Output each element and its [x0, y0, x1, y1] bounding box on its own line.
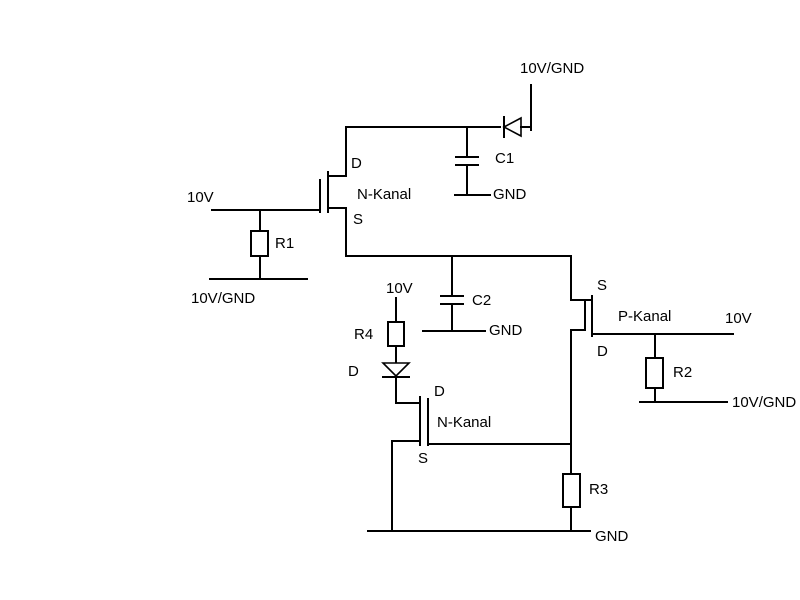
resistor-r1 [209, 230, 308, 280]
label-q2-source: S [597, 277, 607, 294]
label-q2-drain: D [597, 343, 608, 360]
label-gnd-bottom: GND [595, 528, 629, 545]
label-c1: C1 [495, 150, 514, 167]
label-q2-supply: 10V [725, 310, 752, 327]
label-gnd-c2: GND [489, 322, 523, 339]
resistor-r3 [562, 443, 581, 532]
diode-d [381, 362, 421, 404]
mosfet-q1-n-channel [319, 171, 347, 257]
resistor-r2 [639, 333, 728, 403]
label-r3: R3 [589, 481, 608, 498]
mosfet-q3-n-channel [391, 396, 572, 532]
label-r1-supply: 10V/GND [191, 290, 255, 307]
label-diode: D [348, 363, 359, 380]
label-r1: R1 [275, 235, 294, 252]
label-gnd-c1: GND [493, 186, 527, 203]
label-r4-supply: 10V [386, 280, 413, 297]
resistor-r4 [387, 297, 405, 363]
label-q3-type: N-Kanal [437, 414, 491, 431]
capacitor-c2 [422, 295, 486, 332]
label-r2-supply: 10V/GND [732, 394, 796, 411]
label-input-10v: 10V [187, 189, 214, 206]
label-r4: R4 [354, 326, 373, 343]
label-c2: C2 [472, 292, 491, 309]
label-q1-source: S [353, 211, 363, 228]
diode-top [502, 84, 532, 138]
input-gate-net [211, 209, 321, 232]
q1-source-net [345, 255, 572, 301]
label-q1-type: N-Kanal [357, 186, 411, 203]
label-q1-drain: D [351, 155, 362, 172]
label-r2: R2 [673, 364, 692, 381]
label-q3-source: S [418, 450, 428, 467]
capacitor-c1 [454, 156, 491, 196]
label-q2-type: P-Kanal [618, 308, 671, 325]
q1-drain-net [345, 126, 501, 177]
label-q3-drain: D [434, 383, 445, 400]
label-top-supply: 10V/GND [520, 60, 584, 77]
